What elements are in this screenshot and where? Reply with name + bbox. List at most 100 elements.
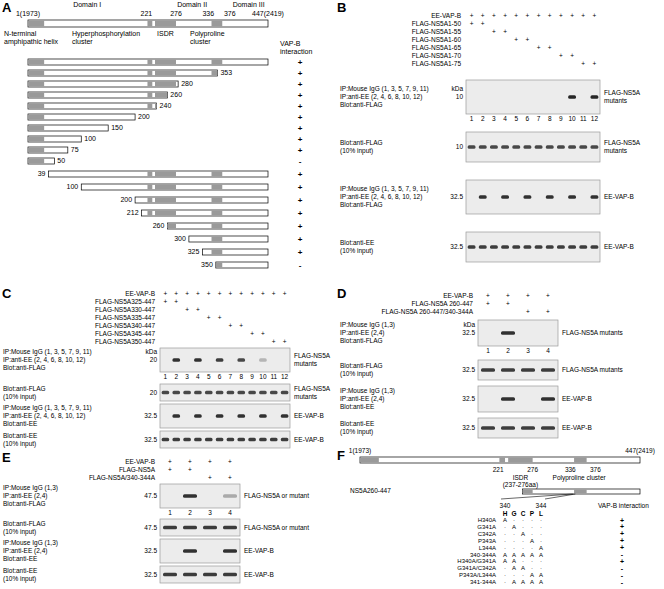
plus-sign: + [526,292,530,300]
construct-name: FLAG-NS5A350-447 [95,338,155,346]
construct-name: FLAG-NS5A1-60 [412,36,461,44]
blot-membrane [160,484,240,508]
construct-name: FLAG-NS5A325-447 [95,298,155,306]
band-label: EE-VAP-B [562,395,662,403]
motif-box [574,458,587,463]
plus-sign: + [548,12,552,20]
blot-condition: IP:anti-EE (2,4) [3,492,47,500]
marker-size: 20 [150,389,157,397]
deletion-bar [28,81,178,87]
blot-band [468,145,476,149]
band-label: EE-VAP-B [294,436,332,444]
mutant-name: C342A [478,531,496,538]
motif-box [28,104,44,109]
blot-band [512,245,520,249]
blot-band [183,494,197,498]
lane-number: 4 [546,347,550,355]
construct-name: EE-VAP-B [125,458,155,466]
blot-band [524,195,532,199]
blot-membrane [478,320,558,346]
deletion-bar [28,70,217,76]
mutation-cell: A [530,552,534,559]
construct-name: FLAG-NS5A335-447 [95,314,155,322]
blot-band [579,145,587,149]
blot-band [259,391,267,395]
motif-box [28,82,44,87]
mutant-name: P343A [478,538,496,545]
deletion-bar [142,210,268,216]
plus-sign: + [239,290,243,298]
blot-band [535,245,543,249]
blot-band [546,145,554,149]
plus-sign: + [470,12,474,20]
kda-label: kDa [145,348,157,356]
deletion-bar [28,59,268,65]
plus-sign: + [261,290,265,298]
mutation-cell: · [513,538,515,545]
blot-condition: IP:Mouse IgG (1, 3, 5, 7, 9, 11) [3,404,92,412]
motif-range: (237-276aa) [503,481,538,489]
blot-band [281,438,289,442]
residue-number: 150 [111,124,123,132]
blot-band [216,438,224,442]
blot-band [481,426,495,430]
residue-number: 280 [181,80,193,88]
motif-box [155,93,167,98]
blot-membrane [160,431,290,448]
blot-band [591,245,599,249]
plus-sign: + [526,36,530,44]
blot-band [183,573,197,577]
blot-band [183,438,191,442]
plus-sign: + [250,290,254,298]
mutant-name: H340A [478,517,496,524]
interaction-sign: + [298,113,303,123]
plus-sign: + [185,306,189,314]
interaction-sign: + [298,248,303,258]
blot-band [468,245,476,249]
motif-box [147,185,152,190]
plus-sign: + [506,300,510,308]
mutation-cell: A [512,565,516,572]
blot-band [248,438,256,442]
deletion-bar [28,92,167,98]
mutation-cell: A [539,552,543,559]
zoom-line [501,494,573,499]
blot-membrane [160,404,290,428]
band-label: EE-VAP-B [244,547,329,555]
residue-letter: C [521,510,526,518]
blot-condition: IP:Mouse IgG (1, 3, 5, 7, 9, 11) [340,185,429,193]
blot-band [546,245,554,249]
blot-band [521,368,535,372]
plus-sign: + [164,298,168,306]
deletion-bar [216,262,268,268]
mutation-cell: · [504,538,506,545]
residue-number: 276 [527,466,538,474]
lane-number: 1 [486,347,490,355]
blot-band [479,245,487,249]
blot-band [568,195,576,199]
plus-sign: + [481,20,485,28]
blot-band [227,391,235,395]
residue-number: 376 [590,466,601,474]
blot-condition: IP:Mouse IgG (1, 3, 5, 7, 9, 11) [340,85,429,93]
motif-box [167,224,176,229]
plus-sign: + [526,308,530,316]
interaction-sign: + [298,135,303,145]
motif-box [28,60,44,65]
motif-name: ISDR [513,474,529,482]
blot-band [223,526,237,530]
blot-membrane [160,539,240,563]
motif-box [211,250,222,255]
blot-band [237,358,245,362]
plus-sign: + [486,292,490,300]
panel-f-artwork [360,457,640,499]
motif-box [155,172,176,177]
mutation-cell: · [522,538,524,545]
residue-number: 100 [67,183,79,191]
plus-sign: + [526,12,530,20]
marker-size: 32.5 [462,329,475,337]
residue-letter: P [530,510,534,518]
blot-panel-artwork [466,80,600,262]
marker-size: 10 [456,143,463,151]
motif-box [155,104,157,109]
